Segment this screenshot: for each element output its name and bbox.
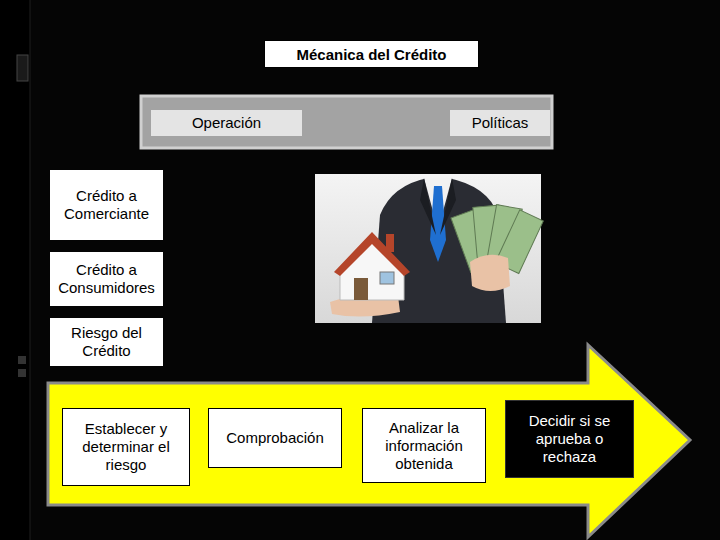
header-band <box>141 96 552 148</box>
category-box: Crédito a Comerciante <box>50 170 163 240</box>
slide-ground <box>30 0 720 540</box>
box-label: Analizar la información obtenida <box>369 419 479 473</box>
step-box: Decidir si se aprueba o rechaza <box>505 400 634 478</box>
process-arrow <box>48 345 690 537</box>
section-box: Políticas <box>450 110 550 136</box>
deco-square <box>18 369 26 377</box>
step-box: Comprobación <box>208 408 342 468</box>
deco-square <box>18 356 26 364</box>
category-box: Riesgo del Crédito <box>50 318 163 366</box>
box-label: Riesgo del Crédito <box>56 324 157 360</box>
title-text: Mécanica del Crédito <box>296 46 446 63</box>
edge-line <box>30 0 31 540</box>
deco-square <box>17 55 28 81</box>
title-box: Mécanica del Crédito <box>264 40 479 68</box>
box-label: Comprobación <box>226 429 324 447</box>
box-label: Políticas <box>472 114 529 132</box>
step-box: Establecer y determinar el riesgo <box>62 408 190 486</box>
category-box: Crédito a Consumidores <box>50 252 163 306</box>
box-label: Crédito a Consumidores <box>56 261 157 297</box>
box-label: Establecer y determinar el riesgo <box>69 420 183 474</box>
businessman-illustration <box>315 174 543 323</box>
box-label: Decidir si se aprueba o rechaza <box>512 412 627 466</box>
box-label: Crédito a Comerciante <box>56 187 157 223</box>
section-box: Operación <box>151 110 302 136</box>
box-label: Operación <box>192 114 261 132</box>
step-box: Analizar la información obtenida <box>362 408 486 483</box>
